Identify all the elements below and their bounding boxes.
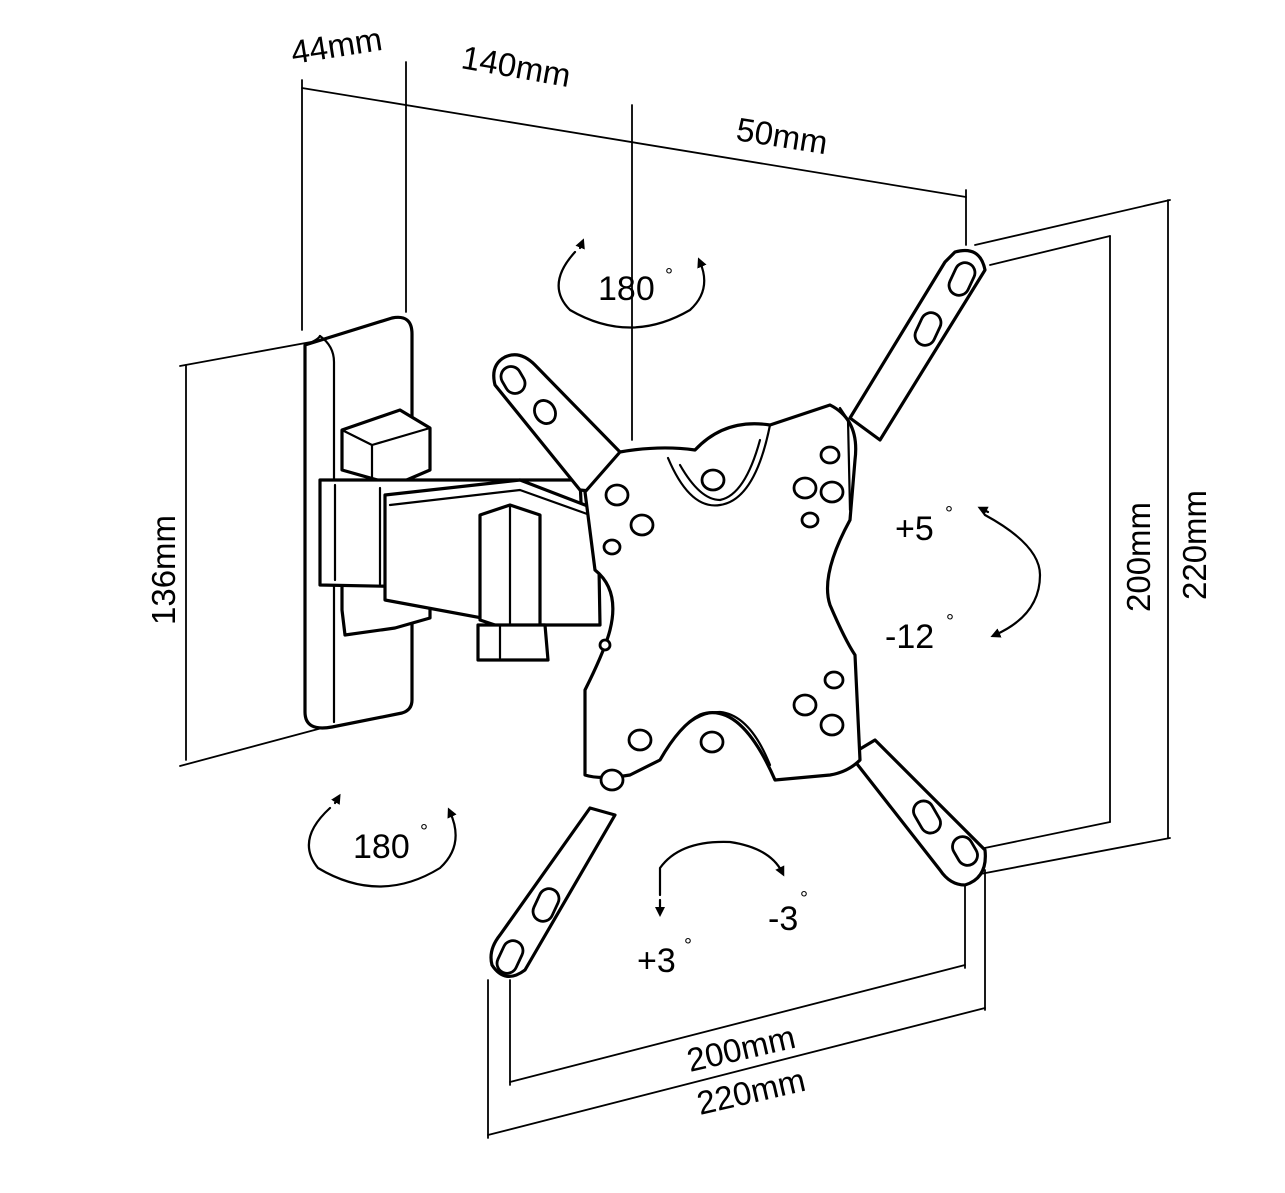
dim-200mm-vertical: 200mm bbox=[1120, 502, 1157, 612]
slot-hole bbox=[499, 365, 527, 395]
dim-220mm-vertical: 220mm bbox=[1176, 490, 1213, 600]
slot-hole bbox=[947, 261, 977, 297]
dim-44mm: 44mm bbox=[288, 20, 384, 71]
mount-screw bbox=[598, 638, 612, 652]
degree-symbol: ° bbox=[946, 611, 954, 633]
mount-screw bbox=[823, 670, 845, 690]
degree-symbol: ° bbox=[945, 503, 953, 525]
mount-screw bbox=[699, 730, 725, 754]
swing-arm bbox=[383, 478, 602, 662]
degree-symbol: ° bbox=[684, 935, 692, 957]
dim-136mm: 136mm bbox=[145, 515, 182, 625]
slot-hole bbox=[912, 799, 942, 835]
slot-hole bbox=[913, 311, 943, 347]
mount-screw bbox=[819, 713, 845, 737]
level-plus-label: +3 bbox=[637, 942, 676, 980]
tilt-down-label: -12 bbox=[885, 618, 934, 656]
mount-screw bbox=[604, 483, 630, 507]
mount-screw bbox=[627, 728, 653, 752]
mount-screw bbox=[819, 480, 845, 504]
tilt-up-label: +5 bbox=[895, 510, 934, 548]
angle-labels: 180 ° 180 ° +5 ° -12 ° +3 ° -3 ° bbox=[353, 265, 954, 980]
mount-screw bbox=[792, 476, 818, 500]
dim-140mm: 140mm bbox=[459, 38, 574, 94]
slot-hole bbox=[531, 887, 561, 923]
swivel-top-label: 180 bbox=[598, 270, 655, 308]
degree-symbol: ° bbox=[800, 888, 808, 910]
degree-symbol: ° bbox=[665, 265, 673, 287]
swivel-bottom-label: 180 bbox=[353, 828, 410, 866]
degree-symbol: ° bbox=[420, 821, 428, 843]
level-minus-label: -3 bbox=[768, 900, 798, 938]
vesa-cross-plate bbox=[583, 403, 862, 792]
mount-screw bbox=[819, 445, 841, 465]
dim-50mm: 50mm bbox=[734, 110, 830, 161]
mount-screw bbox=[602, 538, 622, 556]
mount-screw bbox=[792, 693, 818, 717]
slot-hole bbox=[951, 835, 979, 867]
dimension-lines bbox=[179, 61, 1171, 1139]
mount-screw bbox=[629, 513, 655, 537]
mount-screw bbox=[700, 468, 726, 492]
vesa-arms bbox=[489, 248, 987, 978]
rotation-arrows bbox=[307, 238, 1042, 917]
slot-hole bbox=[495, 939, 525, 975]
slot-hole bbox=[533, 399, 557, 425]
mount-screw bbox=[800, 511, 820, 529]
mount-screw bbox=[599, 768, 625, 792]
